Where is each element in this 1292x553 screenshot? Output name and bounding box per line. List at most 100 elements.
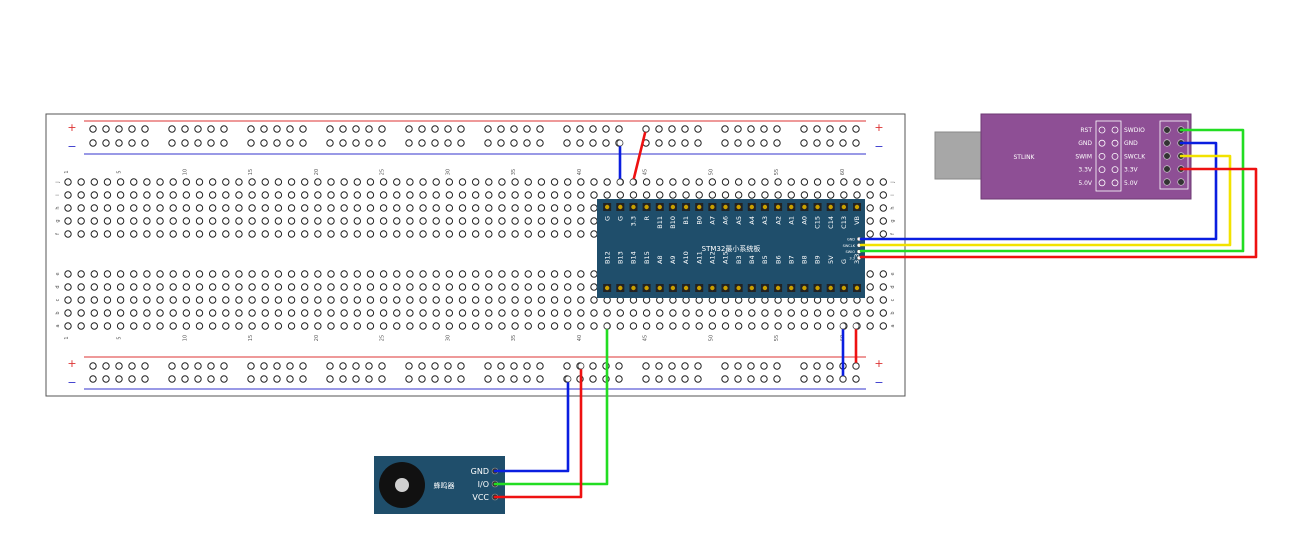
breadboard-hole[interactable] [787, 309, 795, 317]
rail-hole[interactable] [339, 125, 347, 133]
breadboard-hole[interactable] [77, 178, 85, 186]
breadboard-hole[interactable] [169, 217, 177, 225]
rail-hole[interactable] [378, 362, 386, 370]
breadboard-hole[interactable] [564, 191, 572, 199]
breadboard-hole[interactable] [116, 204, 125, 212]
breadboard-hole[interactable] [708, 178, 717, 186]
breadboard-hole[interactable] [130, 217, 138, 225]
breadboard-hole[interactable] [537, 270, 546, 278]
rail-hole[interactable] [747, 139, 755, 147]
breadboard-hole[interactable] [511, 309, 519, 317]
breadboard-hole[interactable] [248, 230, 256, 238]
breadboard-hole[interactable] [248, 309, 256, 317]
breadboard-hole[interactable] [485, 204, 493, 212]
breadboard-hole[interactable] [301, 283, 309, 291]
breadboard-hole[interactable] [498, 178, 506, 186]
breadboard-hole[interactable] [353, 283, 361, 291]
breadboard-hole[interactable] [511, 296, 519, 304]
breadboard-hole[interactable] [471, 309, 480, 317]
breadboard-hole[interactable] [708, 322, 717, 330]
rail-hole[interactable] [128, 125, 136, 133]
rail-hole[interactable] [405, 139, 413, 147]
breadboard-hole[interactable] [379, 217, 388, 225]
breadboard-hole[interactable] [103, 283, 112, 291]
stm32-pin[interactable] [723, 285, 728, 291]
breadboard-hole[interactable] [327, 204, 335, 212]
breadboard-hole[interactable] [366, 322, 375, 330]
rail-hole[interactable] [326, 125, 334, 133]
rail-hole[interactable] [655, 139, 663, 147]
stm32-pin[interactable] [723, 204, 728, 210]
rail-hole[interactable] [576, 139, 584, 147]
rail-hole[interactable] [589, 375, 597, 383]
breadboard-hole[interactable] [116, 230, 125, 238]
breadboard-hole[interactable] [432, 309, 440, 317]
stlink-pin[interactable] [1098, 179, 1106, 187]
breadboard-hole[interactable] [406, 217, 414, 225]
breadboard-hole[interactable] [366, 309, 375, 317]
breadboard-hole[interactable] [458, 270, 467, 278]
breadboard-hole[interactable] [314, 204, 322, 212]
rail-hole[interactable] [326, 375, 334, 383]
rail-hole[interactable] [510, 125, 518, 133]
breadboard-hole[interactable] [77, 270, 85, 278]
breadboard-hole[interactable] [458, 191, 467, 199]
breadboard-hole[interactable] [577, 309, 585, 317]
breadboard-hole[interactable] [261, 322, 269, 330]
breadboard-hole[interactable] [182, 204, 191, 212]
rail-hole[interactable] [826, 375, 834, 383]
rail-hole[interactable] [365, 362, 373, 370]
breadboard-hole[interactable] [116, 191, 125, 199]
rail-hole[interactable] [457, 362, 465, 370]
breadboard-hole[interactable] [235, 217, 243, 225]
breadboard-hole[interactable] [866, 270, 874, 278]
breadboard-hole[interactable] [208, 283, 217, 291]
breadboard-hole[interactable] [458, 217, 467, 225]
breadboard-hole[interactable] [564, 178, 572, 186]
breadboard-hole[interactable] [208, 309, 217, 317]
breadboard-hole[interactable] [77, 322, 85, 330]
breadboard-hole[interactable] [301, 270, 309, 278]
breadboard-hole[interactable] [182, 230, 191, 238]
rail-hole[interactable] [141, 375, 149, 383]
breadboard-hole[interactable] [485, 217, 493, 225]
breadboard-hole[interactable] [340, 191, 348, 199]
breadboard-hole[interactable] [182, 283, 191, 291]
wire-swd-swclk[interactable] [859, 154, 1232, 247]
rail-hole[interactable] [286, 362, 294, 370]
breadboard-hole[interactable] [274, 217, 283, 225]
rail-hole[interactable] [444, 375, 452, 383]
breadboard-hole[interactable] [156, 270, 164, 278]
rail-hole[interactable] [536, 139, 544, 147]
breadboard-hole[interactable] [314, 322, 322, 330]
stm32-pin[interactable] [775, 285, 781, 291]
breadboard-hole[interactable] [879, 270, 887, 278]
stm32-pin[interactable] [802, 285, 807, 291]
breadboard-hole[interactable] [261, 230, 269, 238]
breadboard-hole[interactable] [524, 230, 532, 238]
breadboard-hole[interactable] [458, 309, 467, 317]
rail-hole[interactable] [273, 139, 281, 147]
breadboard-hole[interactable] [734, 322, 743, 330]
breadboard-hole[interactable] [379, 283, 388, 291]
rail-hole[interactable] [681, 362, 689, 370]
stlink-pin[interactable] [1111, 152, 1119, 160]
rail-hole[interactable] [826, 125, 834, 133]
breadboard-hole[interactable] [656, 309, 664, 317]
stm32-pin[interactable] [789, 204, 794, 210]
rail-hole[interactable] [89, 362, 97, 370]
breadboard-hole[interactable] [498, 270, 506, 278]
stm32-pin[interactable] [841, 285, 847, 291]
breadboard-hole[interactable] [445, 217, 454, 225]
breadboard-hole[interactable] [774, 178, 782, 186]
breadboard-hole[interactable] [485, 191, 493, 199]
rail-hole[interactable] [773, 362, 781, 370]
breadboard-hole[interactable] [498, 283, 506, 291]
breadboard-hole[interactable] [432, 283, 440, 291]
rail-hole[interactable] [813, 139, 821, 147]
breadboard-hole[interactable] [353, 230, 361, 238]
breadboard-hole[interactable] [103, 204, 112, 212]
breadboard-hole[interactable] [195, 230, 204, 238]
breadboard-hole[interactable] [327, 270, 335, 278]
stm32-pin[interactable] [828, 204, 833, 210]
